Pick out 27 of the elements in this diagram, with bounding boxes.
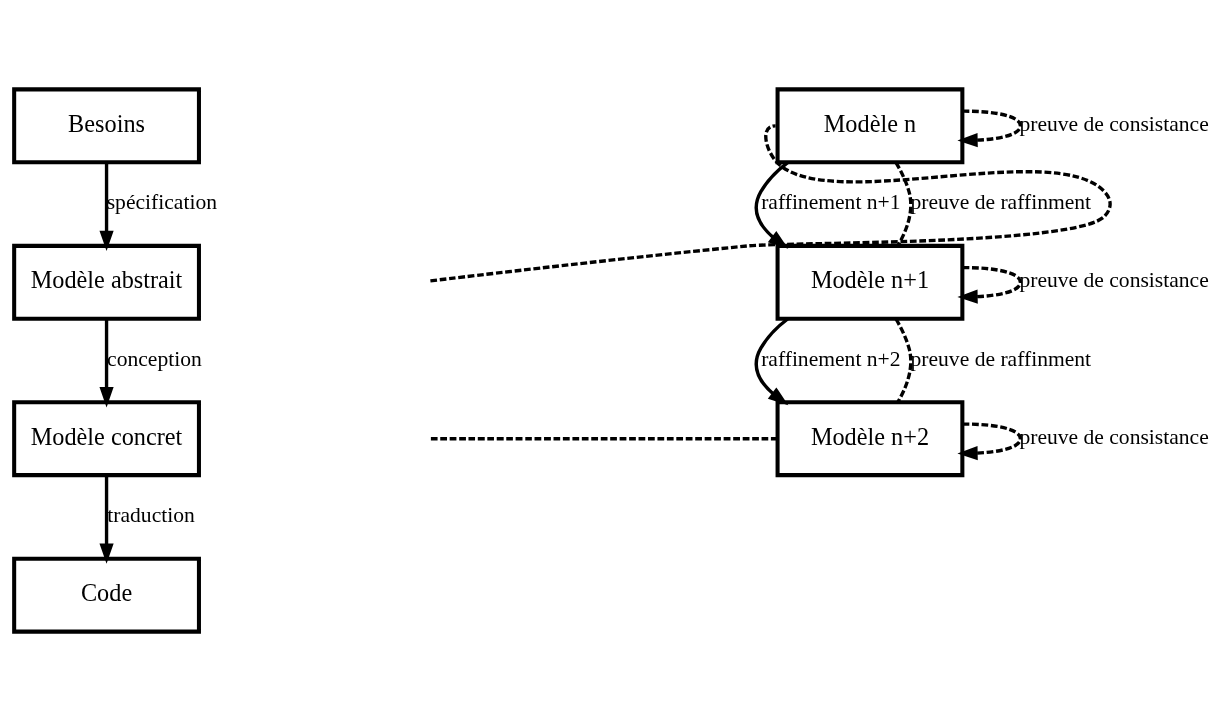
arrow — [957, 421, 1023, 460]
arrow — [99, 318, 114, 407]
edge-label: conception — [107, 346, 202, 371]
edge-label: spécification — [106, 189, 217, 214]
node-box: Modèle concret — [12, 399, 201, 477]
node-box: Code — [12, 556, 201, 634]
node-box: Modèle n — [775, 86, 965, 164]
edge-label: preuve de raffinment — [910, 189, 1092, 214]
connector — [430, 436, 778, 440]
edge-label: raffinement n+2 — [761, 346, 901, 371]
edge-label: preuve de consistance — [1019, 267, 1209, 292]
edge-label: preuve de raffinment — [910, 346, 1092, 371]
node-box: Besoins — [12, 86, 201, 164]
connector — [894, 161, 913, 247]
arrow — [957, 108, 1023, 147]
connector — [894, 317, 913, 403]
arrow — [754, 316, 789, 405]
node-box: Modèle n+1 — [775, 243, 965, 321]
arrow — [957, 265, 1023, 304]
arrow — [99, 161, 114, 251]
arrow — [99, 474, 114, 564]
node-box: Modèle abstrait — [12, 243, 201, 321]
edge-label: raffinement n+1 — [761, 189, 901, 214]
edge-label: preuve de consistance — [1019, 111, 1209, 136]
edge-label: traduction — [107, 502, 195, 527]
edge-label: preuve de consistance — [1019, 424, 1209, 449]
node-box: Modèle n+2 — [775, 399, 965, 477]
